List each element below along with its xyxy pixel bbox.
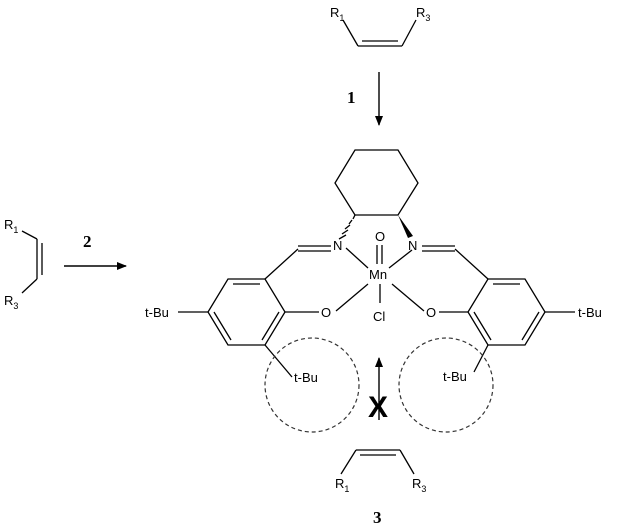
tbu-right-ortho: t-Bu [443, 369, 467, 384]
steric-circle-left [264, 337, 360, 433]
top-alkene-r1-label: R1 [330, 5, 344, 23]
phenoxide-o-right: O [426, 305, 436, 320]
steric-circle-right [398, 337, 494, 433]
manganese-label: Mn [369, 267, 387, 282]
left-alkene-r1-label: R1 [4, 217, 18, 235]
imine-n-left: N [333, 238, 342, 253]
tbu-left-para: t-Bu [145, 305, 169, 320]
approach-1-label: 1 [347, 88, 356, 107]
top-alkene: R1 R3 [330, 5, 430, 47]
blocked-x-mark: X [368, 391, 388, 424]
stereo-bond-left [338, 214, 356, 240]
bottom-alkene: R1 R3 [335, 449, 426, 494]
oxo-label: O [375, 229, 385, 244]
tbu-right-para: t-Bu [578, 305, 602, 320]
left-salicylidene: t-Bu t-Bu [145, 245, 331, 385]
stereo-bond-right [398, 215, 413, 238]
cyclohexane-ring [334, 149, 419, 216]
tbu-left-ortho: t-Bu [294, 370, 318, 385]
right-salicylidene: t-Bu t-Bu [422, 245, 602, 384]
approach-3-label: 3 [373, 508, 382, 527]
approach-2-label: 2 [83, 232, 92, 251]
bottom-alkene-r1-label: R1 [335, 476, 349, 494]
chloride-label: Cl [373, 309, 385, 324]
left-alkene-r3-label: R3 [4, 293, 18, 311]
phenoxide-o-left: O [321, 305, 331, 320]
imine-n-right: N [408, 238, 417, 253]
left-alkene: R1 R3 [4, 217, 43, 311]
top-alkene-r3-label: R3 [416, 5, 430, 23]
bottom-alkene-r3-label: R3 [412, 476, 426, 494]
